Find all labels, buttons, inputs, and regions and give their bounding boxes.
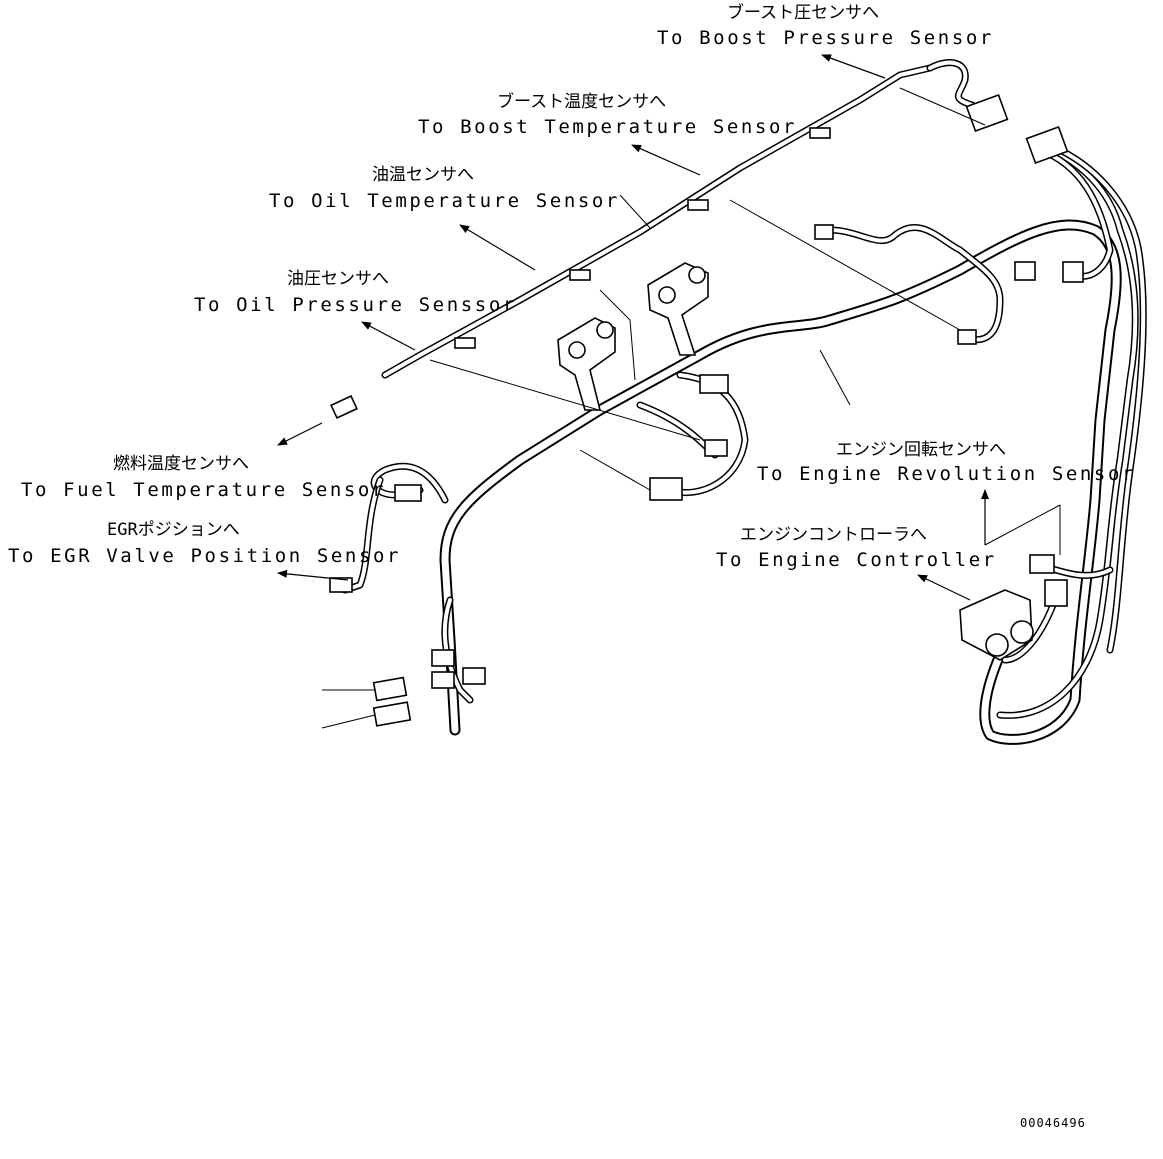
drawing-number: 00046496	[1020, 1116, 1086, 1130]
arrow-oil-temperature	[459, 224, 536, 271]
label-engine-revolution-en: To Engine Revolution Sensor	[757, 463, 1136, 485]
central-connector-2	[704, 439, 728, 457]
arrow-fuel-temperature	[277, 422, 323, 446]
label-fuel-temperature-en: To Fuel Temperature Sensor	[21, 479, 386, 501]
arrow-boost-pressure	[821, 54, 886, 79]
harness-wires	[341, 59, 1147, 745]
label-oil-pressure-jp: 油圧センサへ	[287, 269, 389, 289]
label-oil-pressure-en: To Oil Pressure Senssor	[194, 294, 517, 316]
label-fuel-temperature-jp: 燃料温度センサへ	[113, 454, 249, 474]
arrows	[277, 54, 989, 601]
label-egr-position-jp: EGRポジションへ	[107, 520, 240, 540]
lower-left-connector-1	[431, 649, 455, 667]
upper-clip-2	[687, 199, 709, 211]
leader-lines	[321, 87, 1061, 729]
controller-side-connector-2	[1044, 579, 1068, 607]
upper-clip-3	[569, 269, 591, 281]
upper-clip-4	[454, 337, 476, 349]
mounting-bracket-right	[647, 262, 709, 356]
boost-temperature-connector	[1025, 125, 1069, 165]
controller-side-connector-1	[1029, 554, 1055, 574]
label-engine-controller-en: To Engine Controller	[716, 549, 997, 571]
egr-position-connector	[329, 577, 353, 593]
label-boost-temperature-en: To Boost Temperature Sensor	[418, 116, 797, 138]
central-connector-3	[699, 374, 729, 394]
label-boost-pressure-en: To Boost Pressure Sensor	[657, 27, 994, 49]
arrow-engine-controller	[917, 574, 971, 601]
revolution-connector-3	[1014, 261, 1036, 281]
mounting-bracket-left	[557, 317, 616, 411]
small-connector-a	[372, 676, 408, 702]
lower-left-connector-2	[431, 671, 455, 689]
label-engine-revolution-jp: エンジン回転センサへ	[836, 440, 1006, 460]
revolution-connector-1	[814, 224, 834, 240]
lower-left-connector-3	[462, 667, 486, 685]
central-connector-1	[649, 477, 683, 501]
oil-pressure-end-connector	[330, 394, 358, 420]
label-boost-temperature-jp: ブースト温度センサへ	[497, 91, 666, 112]
fuel-temperature-connector	[394, 484, 422, 502]
revolution-connector-2	[957, 329, 977, 345]
connectors	[329, 93, 1084, 727]
arrow-egr-position	[277, 569, 349, 581]
label-egr-position-en: To EGR Valve Position Sensor	[8, 545, 401, 567]
label-oil-temperature-jp: 油温センサへ	[372, 165, 474, 185]
label-engine-controller-jp: エンジンコントローラへ	[740, 525, 927, 545]
boost-pressure-connector	[965, 93, 1009, 133]
arrow-oil-pressure	[361, 321, 416, 351]
upper-clip-1	[809, 127, 831, 139]
labels: ブースト圧センサへ To Boost Pressure Sensor ブースト温…	[8, 2, 1136, 1130]
arrow-boost-temperature	[631, 144, 701, 176]
label-oil-temperature-en: To Oil Temperature Sensor	[269, 190, 620, 212]
small-connector-b	[372, 701, 412, 727]
engine-controller-plug	[959, 589, 1034, 661]
revolution-connector-4	[1062, 261, 1084, 283]
label-boost-pressure-jp: ブースト圧センサへ	[727, 2, 879, 23]
